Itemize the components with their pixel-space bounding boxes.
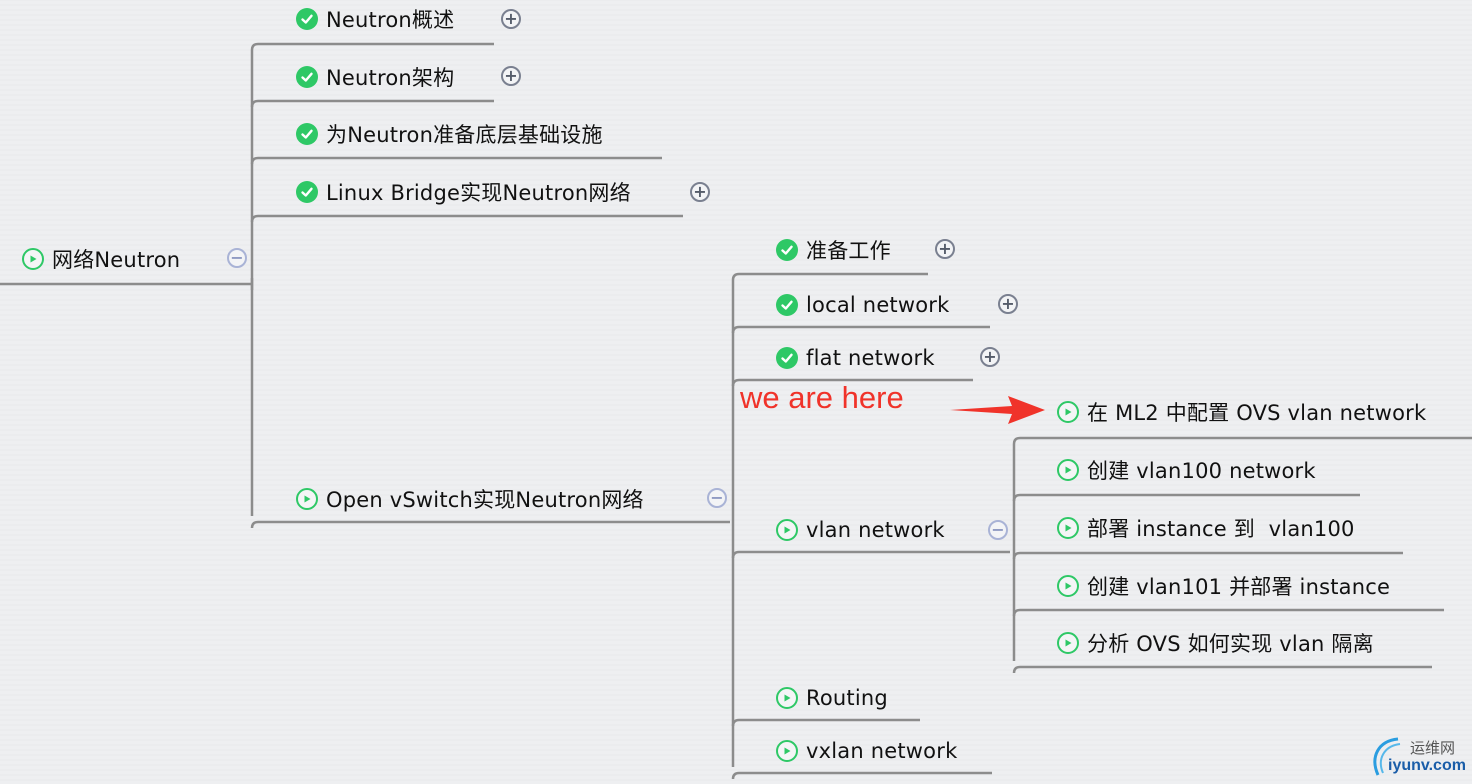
topic-ovs-vlan[interactable]: 分析 OVS 如何实现 vlan 隔离 <box>1057 628 1374 658</box>
branch-line <box>731 550 1010 559</box>
topic-label: 创建 vlan100 network <box>1087 459 1316 483</box>
topic-label: 分析 OVS 如何实现 vlan 隔离 <box>1087 632 1374 656</box>
branch-line <box>1012 608 1444 617</box>
expand-plus-icon[interactable]: + <box>998 294 1018 314</box>
check-icon <box>296 181 318 203</box>
topic-instance-vlan100[interactable]: 部署 instance 到 vlan100 <box>1057 513 1355 543</box>
play-icon <box>1057 575 1079 597</box>
check-icon <box>296 123 318 145</box>
branch-line <box>731 325 990 334</box>
watermark-cn: 运维网 <box>1410 739 1456 757</box>
topic-neutron[interactable]: 网络Neutron <box>22 244 180 274</box>
topic-label: 准备工作 <box>806 239 891 263</box>
collapse-minus-icon[interactable]: − <box>988 520 1008 540</box>
play-icon <box>776 687 798 709</box>
topic-neutron[interactable]: Neutron架构 <box>296 62 454 92</box>
watermark-en: iyunv.com <box>1388 757 1466 774</box>
topic-label: 在 ML2 中配置 OVS vlan network <box>1087 401 1427 425</box>
topic-label: Routing <box>806 686 888 710</box>
topic-vlan101-instance[interactable]: 创建 vlan101 并部署 instance <box>1057 571 1390 601</box>
topic-vlan-network[interactable]: vlan network <box>776 515 945 545</box>
play-icon <box>1057 517 1079 539</box>
topic-neutron[interactable]: Neutron概述 <box>296 4 454 34</box>
branch-line <box>731 272 928 281</box>
topic-label: 部署 instance 到 vlan100 <box>1087 517 1355 541</box>
topic-label: Neutron概述 <box>326 8 455 32</box>
play-icon <box>22 248 44 270</box>
topic-linux-bridge-neutron[interactable]: Linux Bridge实现Neutron网络 <box>296 177 631 207</box>
topic-label: 创建 vlan101 并部署 instance <box>1087 575 1391 599</box>
topic-label: Neutron架构 <box>326 66 455 90</box>
topic-vlan100-network[interactable]: 创建 vlan100 network <box>1057 455 1316 485</box>
check-icon <box>296 66 318 88</box>
annotation-we-are-here: we are here <box>740 380 904 415</box>
collapse-minus-icon[interactable]: − <box>227 248 247 268</box>
play-icon <box>776 740 798 762</box>
expand-plus-icon[interactable]: + <box>690 182 710 202</box>
topic-open-vswitch-neutron[interactable]: Open vSwitch实现Neutron网络 <box>296 484 644 514</box>
watermark-logo-icon <box>1373 737 1401 776</box>
topic-label: 为Neutron准备底层基础设施 <box>326 123 603 147</box>
branch-line <box>1012 436 1472 445</box>
play-icon <box>776 519 798 541</box>
topic-local-network[interactable]: local network <box>776 290 950 320</box>
topic-label: vlan network <box>806 518 945 542</box>
play-icon <box>1057 632 1079 654</box>
red-arrow <box>950 396 1045 424</box>
play-icon <box>1057 459 1079 481</box>
branch-line <box>250 214 683 223</box>
branch-line <box>250 520 730 529</box>
collapse-minus-icon[interactable]: − <box>707 488 727 508</box>
play-icon <box>296 488 318 510</box>
play-icon <box>1057 401 1079 423</box>
topic-ml2-ovs-vlan-network[interactable]: 在 ML2 中配置 OVS vlan network <box>1057 397 1426 427</box>
topic-label: Open vSwitch实现Neutron网络 <box>326 488 644 512</box>
branch-line <box>250 99 494 108</box>
topic-label: local network <box>806 293 950 317</box>
expand-plus-icon[interactable]: + <box>501 66 521 86</box>
branch-line <box>731 718 920 727</box>
check-icon <box>776 239 798 261</box>
topic-flat-network[interactable]: flat network <box>776 343 935 373</box>
topic-vxlan-network[interactable]: vxlan network <box>776 736 957 766</box>
check-icon <box>296 8 318 30</box>
topic-label: vxlan network <box>806 739 958 763</box>
topic-routing[interactable]: Routing <box>776 683 888 713</box>
topic-label: flat network <box>806 346 935 370</box>
expand-plus-icon[interactable]: + <box>935 239 955 259</box>
branch-line <box>250 42 494 51</box>
topic-label: Linux Bridge实现Neutron网络 <box>326 181 631 205</box>
expand-plus-icon[interactable]: + <box>980 347 1000 367</box>
branch-line <box>250 156 662 165</box>
branch-line <box>731 771 992 780</box>
branch-line <box>1012 493 1360 502</box>
branch-line <box>731 378 973 387</box>
expand-plus-icon[interactable]: + <box>501 9 521 29</box>
check-icon <box>776 294 798 316</box>
branch-line <box>1012 551 1403 560</box>
topic-node[interactable]: 准备工作 <box>776 235 891 265</box>
branch-line <box>1012 665 1432 674</box>
check-icon <box>776 347 798 369</box>
topic-label: 网络Neutron <box>52 248 181 272</box>
topic-neutron[interactable]: 为Neutron准备底层基础设施 <box>296 119 603 149</box>
